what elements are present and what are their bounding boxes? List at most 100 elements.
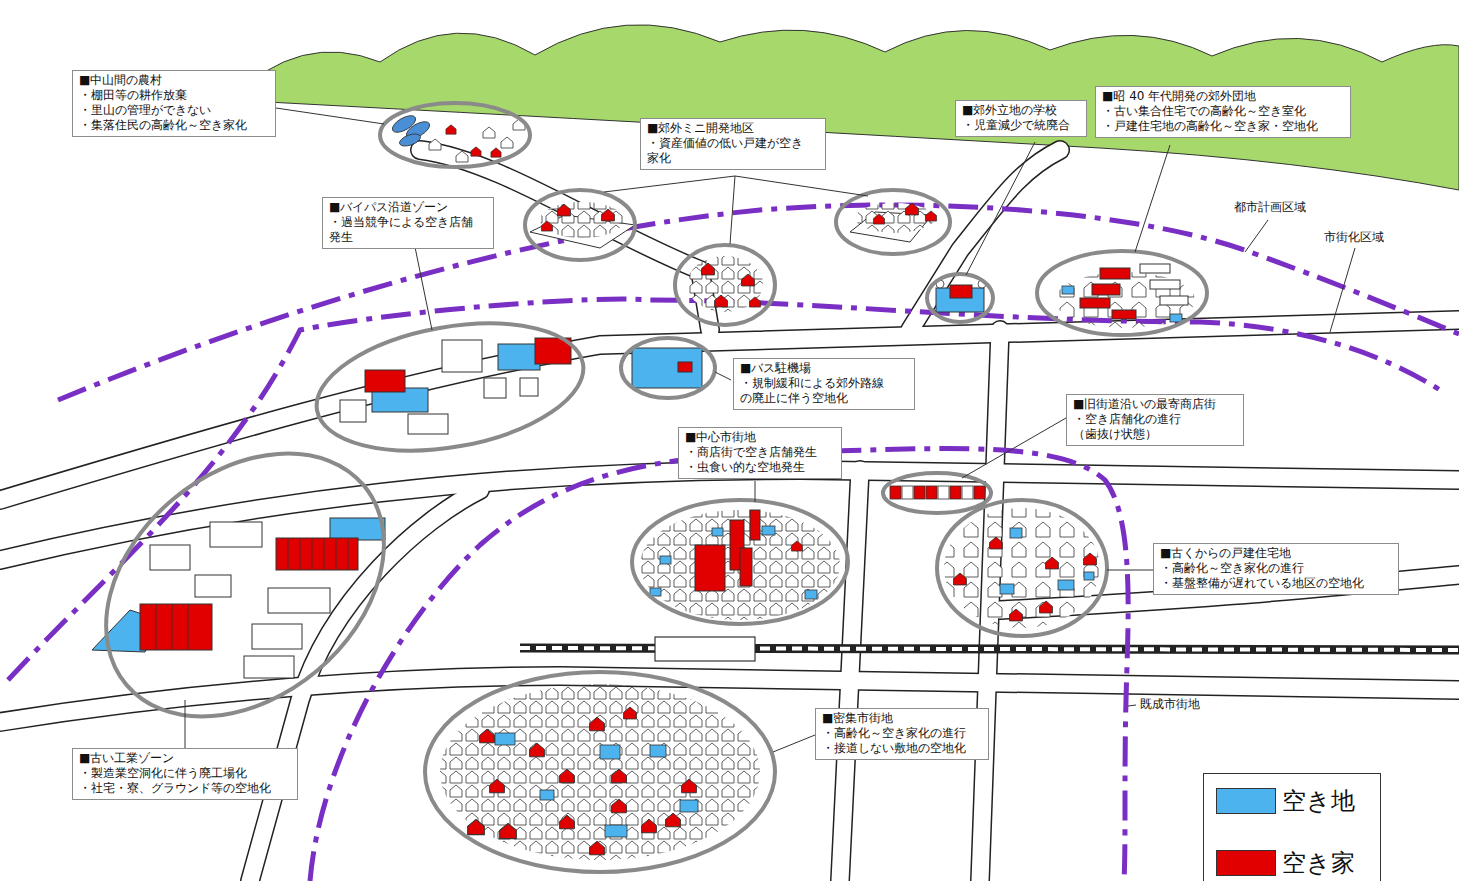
vacant-house <box>558 204 571 216</box>
vacant-house <box>1010 609 1023 621</box>
zone-heading: ■昭 40 年代開発の郊外団地 <box>1102 89 1344 104</box>
zone-note: （歯抜け状態） <box>1073 427 1237 442</box>
leader-line <box>962 418 1066 478</box>
legend-swatch <box>1216 788 1276 814</box>
city-planning-boundary <box>58 205 1459 400</box>
house <box>483 127 495 138</box>
houses <box>640 510 840 620</box>
shop <box>442 340 482 372</box>
vacant-house <box>612 799 627 813</box>
vacant-house <box>791 541 802 551</box>
vacant-house <box>612 769 627 783</box>
old-residential <box>944 508 1100 628</box>
callout-box: ■バス駐機場・規制緩和による郊外路線 の廃止に伴う空地化 <box>733 358 915 410</box>
zone-heading: ■密集市街地 <box>822 711 982 726</box>
zone-ring <box>883 473 991 513</box>
built-up-boundary <box>310 449 1128 881</box>
vacant-lot <box>330 518 385 540</box>
zone-ring <box>836 190 950 254</box>
shop <box>484 378 506 398</box>
old-shopping-street <box>890 486 985 499</box>
houses <box>540 202 624 238</box>
road <box>840 470 860 881</box>
leader-line <box>1330 248 1355 332</box>
vacant-house <box>490 779 505 793</box>
zone-ring <box>54 400 435 771</box>
vacant-house <box>560 815 575 829</box>
shop <box>408 414 448 434</box>
factory <box>244 656 294 678</box>
vacant-house <box>715 295 728 307</box>
zone-note: ・社宅・寮、グラウンド等の空地化 <box>79 781 291 796</box>
zone-ring <box>927 274 993 322</box>
callout-box: ■中心市街地・商店街で空き店舗発生・虫食い的な空地発生 <box>678 427 842 479</box>
vacant-house <box>590 717 605 731</box>
zone-ring <box>425 672 775 872</box>
factory-roof <box>288 538 348 570</box>
vacant-house <box>590 841 605 855</box>
vacant-lot <box>540 790 554 800</box>
zone-note: ・棚田等の耕作放棄 <box>79 88 269 103</box>
factory <box>268 588 330 613</box>
callout-box: ■旧街道沿いの最寄商店街・空き店舗化の進行（歯抜け状態） <box>1066 394 1244 446</box>
vacant-shop <box>950 486 961 499</box>
terraced-field <box>398 132 422 149</box>
zone-note: ・接道しない敷地の空地化 <box>822 741 982 756</box>
village <box>390 112 525 162</box>
vacant-apartment <box>1080 298 1110 308</box>
leader-line <box>730 176 735 244</box>
vacant-house <box>742 274 755 286</box>
vacant-lot <box>605 825 627 837</box>
factory <box>252 624 302 649</box>
factory-roof <box>156 604 188 650</box>
vacant-lot <box>600 745 620 759</box>
vacant-house <box>624 707 637 719</box>
zone-heading: ■バス駐機場 <box>740 361 908 376</box>
vacant-lot <box>1170 314 1182 322</box>
shop <box>520 378 538 396</box>
road <box>840 470 860 881</box>
zone-note: ・児童減少で統廃合 <box>962 118 1080 133</box>
leader-line <box>1107 570 1153 571</box>
mountains <box>230 25 1459 190</box>
zone-ring <box>675 245 775 325</box>
zone-heading: ■古い工業ゾーン <box>79 751 291 766</box>
vacant-lot <box>1000 584 1014 594</box>
zone-ring <box>621 338 715 398</box>
vacant-shop <box>926 486 937 499</box>
vacant-lot <box>1010 528 1022 538</box>
zone-note: ・規制緩和による郊外路線 の廃止に伴う空地化 <box>740 376 908 406</box>
callout-box: ■郊外ミニ開発地区・資産価値の低い戸建が空き 家化 <box>640 118 826 170</box>
vacant-house <box>702 263 715 275</box>
zone-heading: ■旧街道沿いの最寄商店街 <box>1073 397 1237 412</box>
leader-line <box>755 481 756 502</box>
vacant-building <box>950 285 972 298</box>
vacant-apartment <box>1100 268 1130 279</box>
vacant-house <box>530 743 545 757</box>
roads <box>0 150 1459 881</box>
zone-heading: ■古くからの戸建住宅地 <box>1160 546 1392 561</box>
vacant-house <box>906 203 919 215</box>
vacant-house <box>480 729 495 743</box>
house <box>456 151 468 162</box>
leader-line <box>735 176 868 196</box>
houses <box>855 203 935 233</box>
leader-line <box>966 142 1035 275</box>
zone-note: ・空き店舗化の進行 <box>1073 412 1237 427</box>
vacant-building <box>740 548 752 586</box>
shop <box>962 486 973 499</box>
callout-box: ■昭 40 年代開発の郊外団地・古い集合住宅での高齢化～空き室化・戸建住宅地の高… <box>1095 86 1351 138</box>
vacant-shop <box>365 370 405 392</box>
vacant-house <box>560 769 575 783</box>
zone-heading: ■郊外ミニ開発地区 <box>647 121 819 136</box>
zone-note: ・高齢化～空き家化の進行 <box>1160 561 1392 576</box>
zone-note: ・過当競争による空き店舗 発生 <box>329 215 487 245</box>
vacant-house <box>446 125 456 134</box>
vacant-house <box>642 819 657 833</box>
vacant-lot <box>495 733 515 745</box>
zone-note: ・基盤整備が遅れている地区の空地化 <box>1160 576 1392 591</box>
zone-ring <box>380 103 530 167</box>
vacant-house <box>471 147 481 156</box>
callout-box: ■バイパス沿道ゾーン・過当競争による空き店舗 発生 <box>322 197 494 249</box>
